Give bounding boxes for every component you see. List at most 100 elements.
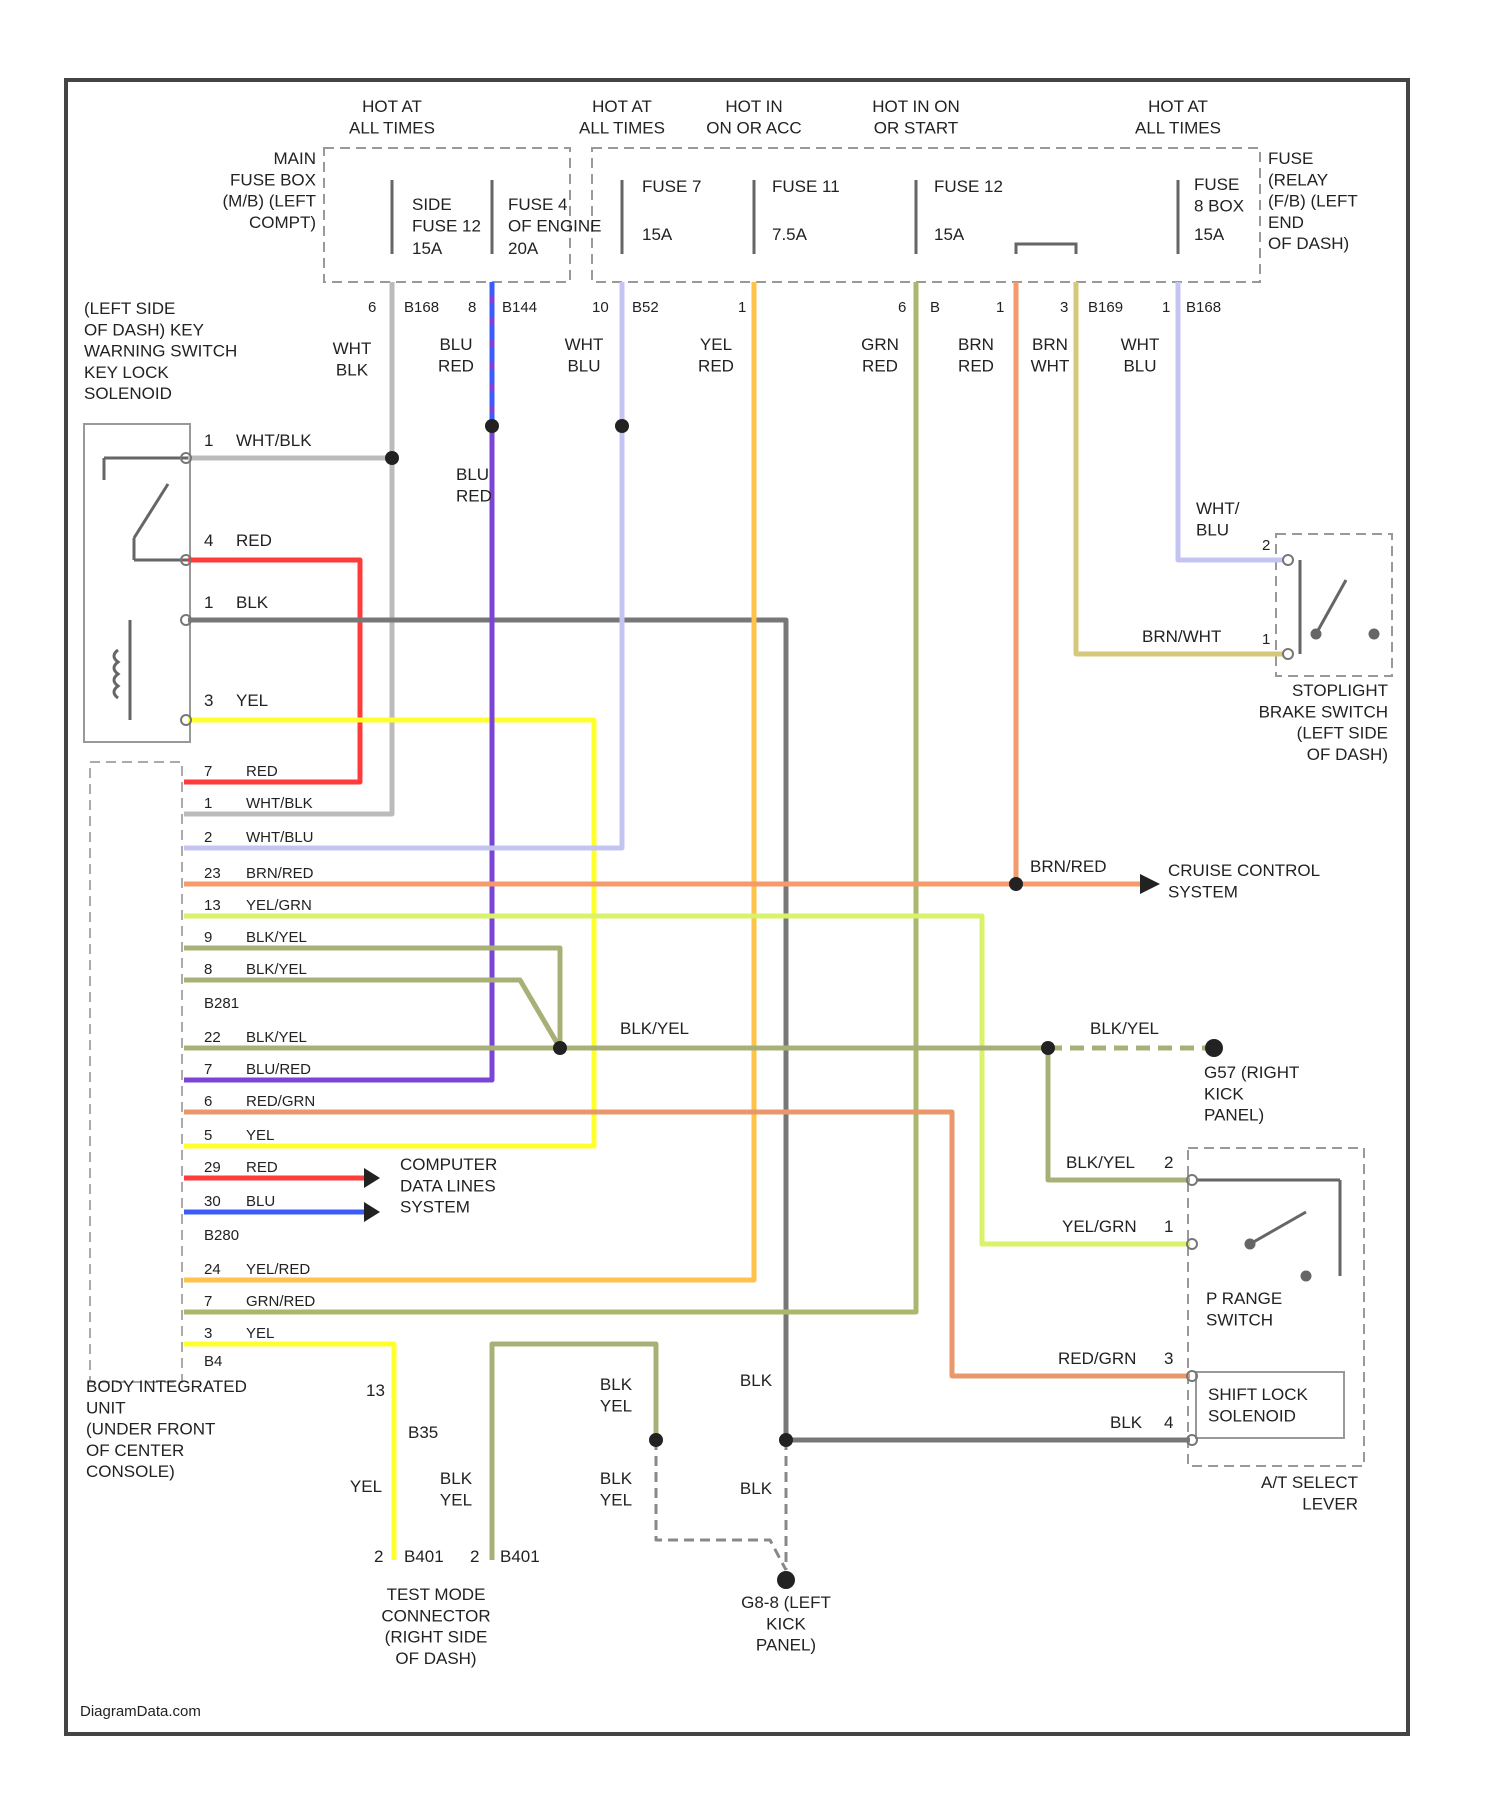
bcu-pin-wire: YEL — [246, 1127, 274, 1144]
key-switch-wire: RED — [236, 531, 272, 550]
connector-id: 8 — [468, 299, 476, 316]
connector-id: B — [930, 299, 940, 316]
bcu-pin-wire: BRN/RED — [246, 865, 314, 882]
bcu-pin-wire: BLU/RED — [246, 1061, 311, 1078]
at-select-pin: RED/GRN — [1058, 1349, 1136, 1368]
wire-label: BLK/YEL — [620, 1019, 689, 1038]
wire-label: BLK — [740, 1371, 773, 1390]
wire-blu-red — [184, 282, 492, 1080]
key-switch-wire: YEL — [236, 691, 268, 710]
connector-id: B52 — [632, 299, 659, 316]
bcu-pin-wire: BLK/YEL — [246, 961, 307, 978]
key-switch-wire: BLK — [236, 593, 269, 612]
fuse-rating-8-box: 15A — [1194, 225, 1225, 244]
key-switch-box — [84, 424, 190, 742]
bcu-pin-wire: B281 — [204, 995, 239, 1012]
wire-label: BRNRED — [958, 335, 994, 375]
fuse-label-fuse-7: FUSE 7 — [642, 177, 702, 196]
fuse-rating-fuse-4: 20A — [508, 239, 539, 258]
wire-label: BLK — [740, 1479, 773, 1498]
data-arrow-blue — [364, 1202, 380, 1222]
bcu-pin-wire: WHT/BLU — [246, 829, 314, 846]
fuse-label-fuse-11: FUSE 11 — [772, 177, 840, 196]
at-select-pin: YEL/GRN — [1062, 1217, 1137, 1236]
bcu-pin-number: 5 — [204, 1127, 212, 1144]
wire-wht-blu-stoplight — [1178, 282, 1284, 560]
test-connector-id: B35 — [408, 1423, 438, 1442]
connector-id: 1 — [996, 299, 1004, 316]
bcu-pin-number: 7 — [204, 1293, 212, 1310]
key-switch-title: (LEFT SIDEOF DASH) KEYWARNING SWITCHKEY … — [84, 299, 237, 403]
at-select-pin: 4 — [1164, 1413, 1173, 1432]
bcu-pin-wire: B280 — [204, 1227, 239, 1244]
bcu-pin-number: 22 — [204, 1029, 221, 1046]
power-header-4: HOT IN ONOR START — [872, 97, 960, 137]
fuse-rating-fuse-12: 15A — [934, 225, 965, 244]
wire-blk-yel-ground — [656, 1440, 786, 1570]
connector-id: 3 — [1060, 299, 1068, 316]
connector-id: B144 — [502, 299, 537, 316]
connector-id: 6 — [898, 299, 906, 316]
bcu-pin-wire: YEL/GRN — [246, 897, 312, 914]
bcu-pin-number: 2 — [204, 829, 212, 846]
stoplight-switch-symbol — [1300, 560, 1378, 654]
bcu-pin-wire: GRN/RED — [246, 1293, 315, 1310]
key-switch-pin: 1 — [204, 431, 213, 450]
bcu-pin-number: 24 — [204, 1261, 221, 1278]
cruise-control-arrow — [1140, 874, 1160, 894]
bcu-pin-number: 30 — [204, 1193, 221, 1210]
wire-label: BLKYEL — [440, 1469, 473, 1509]
bcu-pin-number: 13 — [204, 897, 221, 914]
at-select-pin: 2 — [1164, 1153, 1173, 1172]
bcu-pin-wire: RED — [246, 763, 278, 780]
fuse-rating-fuse-7: 15A — [642, 225, 673, 244]
bcu-pin-wire: BLK/YEL — [246, 1029, 307, 1046]
wire-label: WHT/BLU — [1196, 499, 1240, 539]
stoplight-pin: 1 — [1262, 631, 1270, 648]
bcu-pin-number: 23 — [204, 865, 221, 882]
bcu-pin-number: 7 — [204, 763, 212, 780]
wire-label: BLKYEL — [600, 1469, 633, 1509]
power-header-1: HOT ATALL TIMES — [349, 97, 435, 137]
bcu-pin-number: 7 — [204, 1061, 212, 1078]
key-warning-switch-symbol — [104, 458, 188, 720]
wire-label: BLURED — [456, 465, 492, 505]
fuse-rating-fuse-11: 7.5A — [772, 225, 808, 244]
bcu-pin-wire: YEL — [246, 1325, 274, 1342]
connector-id: 10 — [592, 299, 609, 316]
splice-dots — [385, 419, 1223, 1589]
at-select-pin: 3 — [1164, 1349, 1173, 1368]
test-connector-pin: 13 — [366, 1381, 385, 1400]
test-connector-pin-2: 2 — [470, 1547, 479, 1566]
data-arrow-red — [364, 1168, 380, 1188]
stoplight-pin: 2 — [1262, 537, 1270, 554]
cruise-control-label: CRUISE CONTROLSYSTEM — [1168, 861, 1320, 901]
wire-blk-yel-9 — [184, 948, 560, 1048]
at-select-pin: BLK — [1110, 1413, 1143, 1432]
key-switch-pin: 4 — [204, 531, 213, 550]
bcu-pin-number: 9 — [204, 929, 212, 946]
shift-lock-solenoid-box — [1196, 1372, 1344, 1438]
footer-credit: DiagramData.com — [80, 1703, 201, 1720]
bcu-pin-number: 1 — [204, 795, 212, 812]
fuse-label-fuse-12: FUSE 12 — [934, 177, 1003, 196]
fuse-label-8-box: FUSE8 BOX — [1194, 175, 1244, 215]
bcu-pin-wire: BLU — [246, 1193, 275, 1210]
bcu-pin-wire: WHT/BLK — [246, 795, 313, 812]
